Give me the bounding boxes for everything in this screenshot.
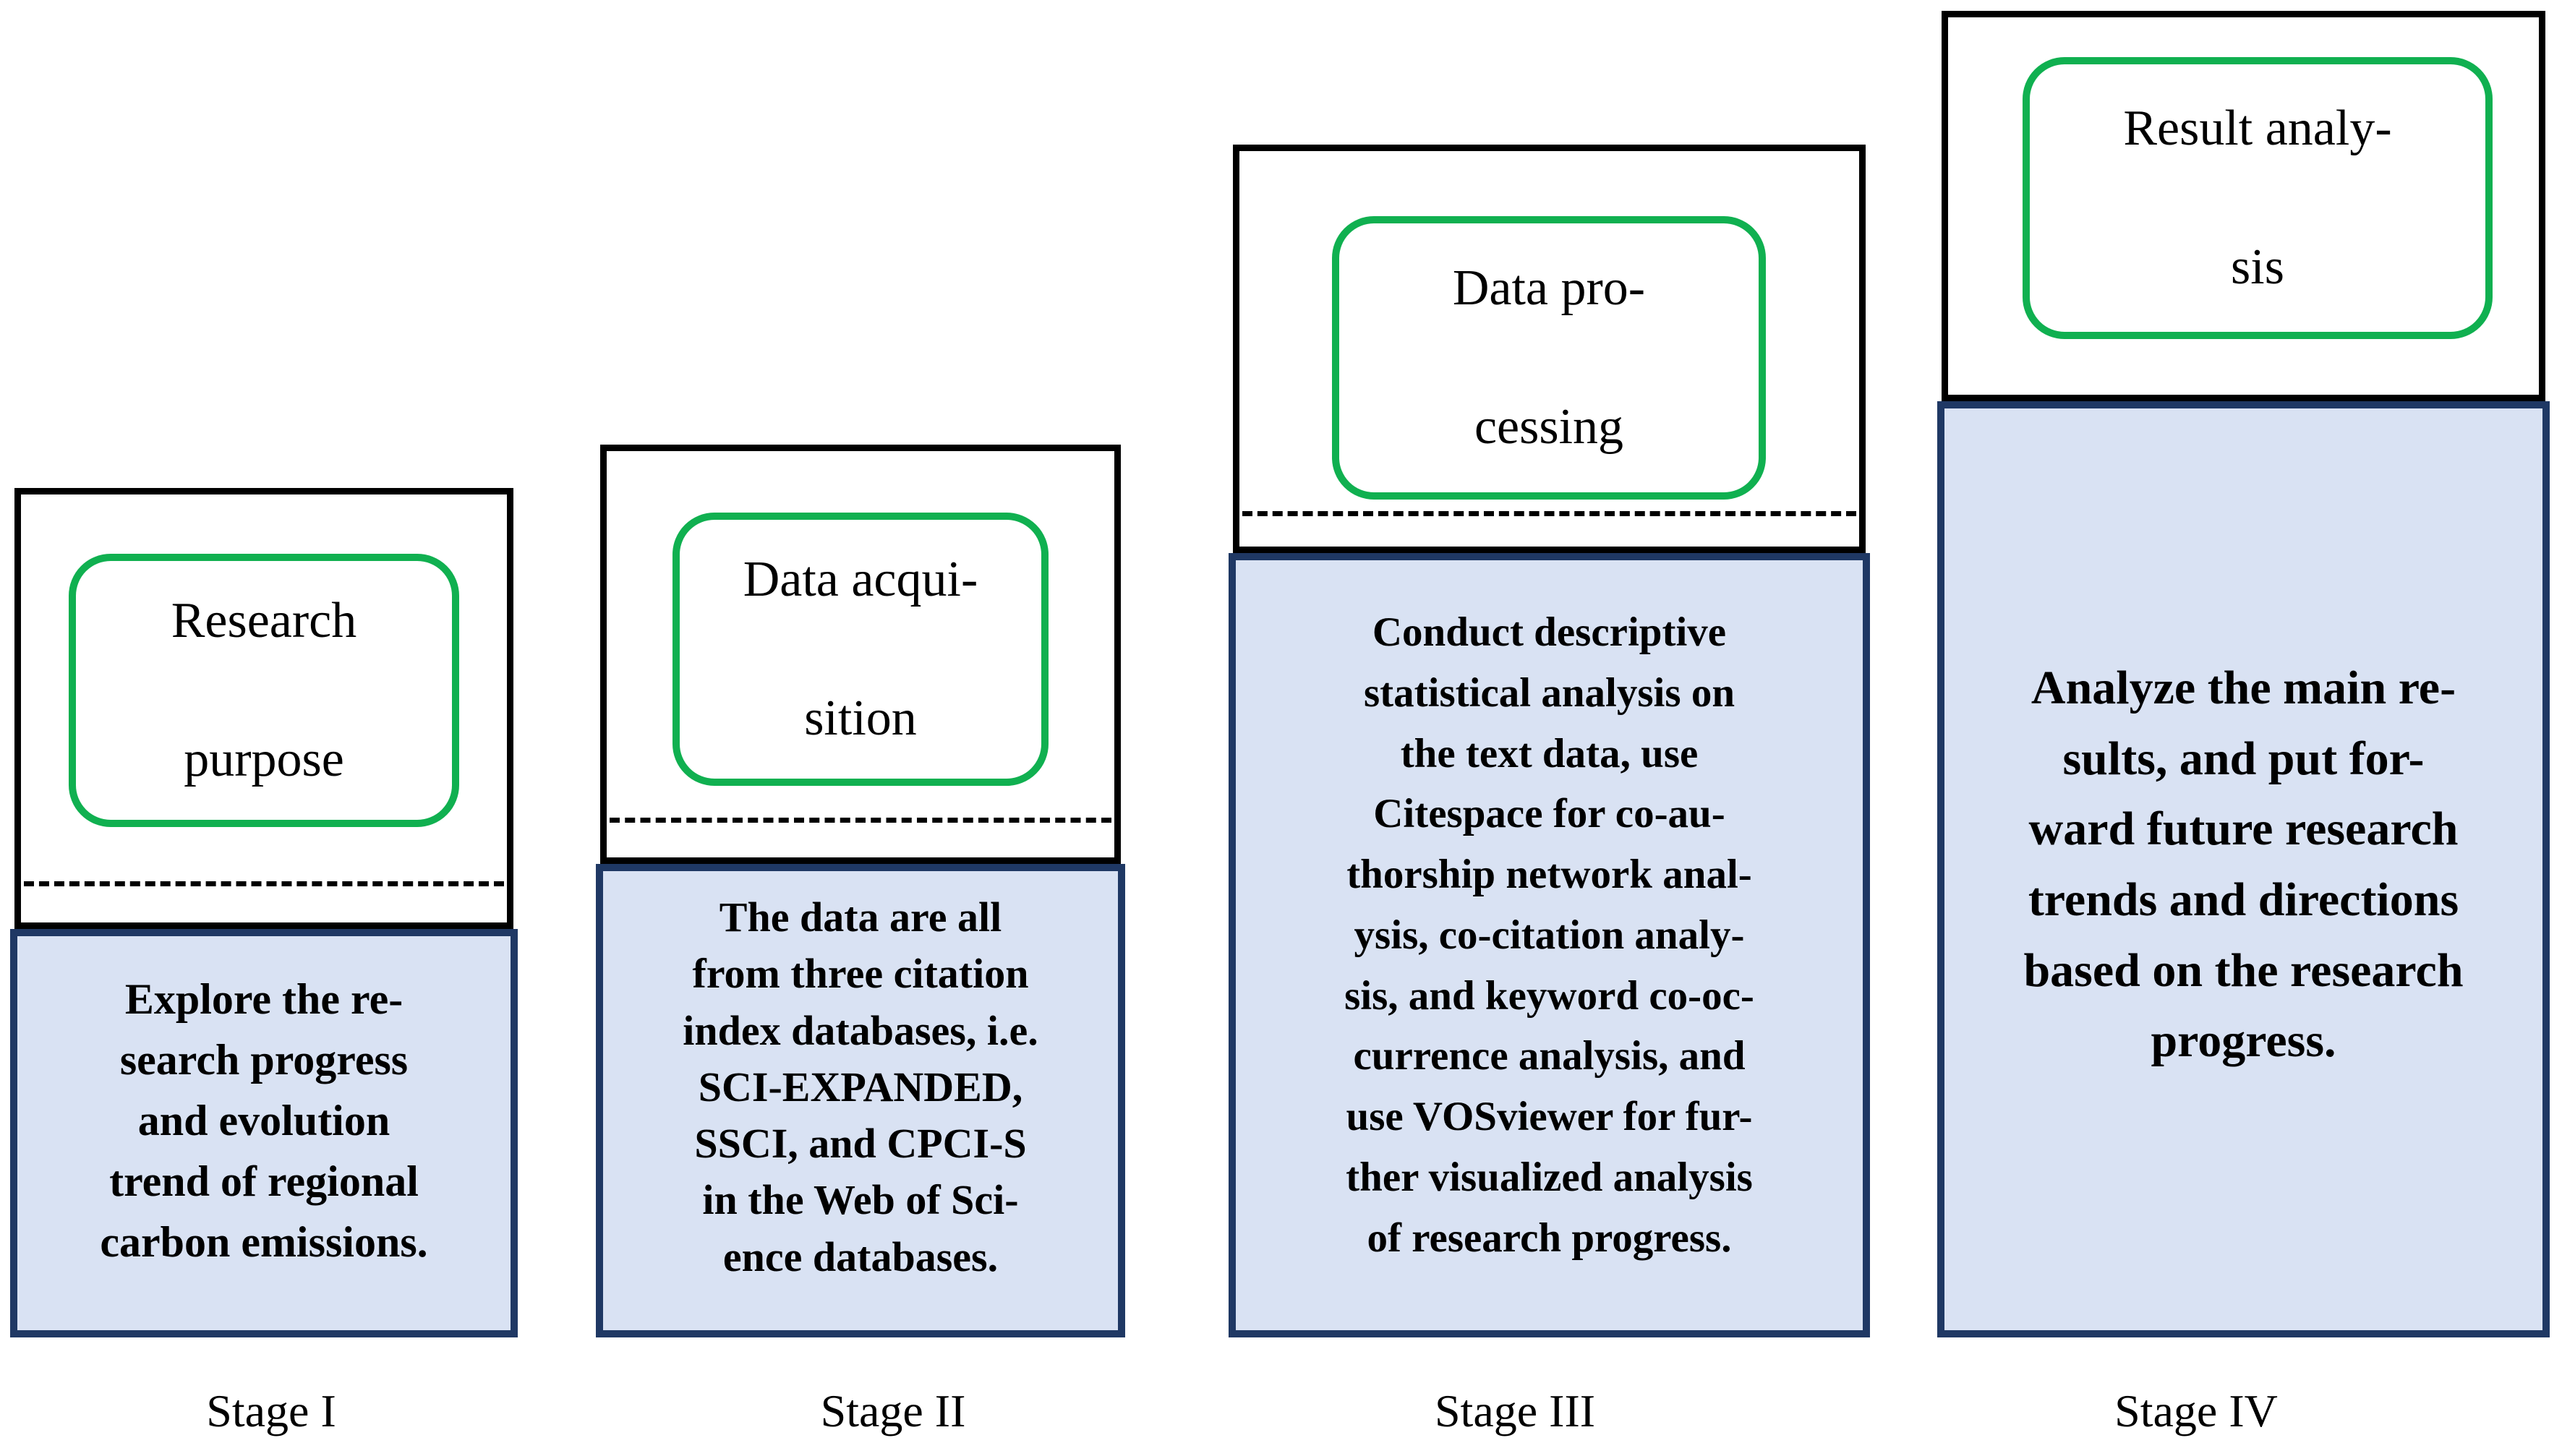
stage-3-title-badge: Data pro- cessing [1332,216,1766,500]
stage-3-dashed-divider [1242,511,1856,516]
stage-4-title: Result analy- sis [2123,100,2392,296]
stage-4-body-text: Analyze the main re- sults, and put for-… [2023,661,2464,1068]
stage-1-title-badge: Research purpose [69,554,459,827]
stage-1-title: Research purpose [171,592,357,788]
stage-1-dashed-divider [24,881,504,886]
stage-2-dashed-divider [610,818,1111,823]
stage-1-label: Stage I [206,1385,336,1436]
stage-1-body-text: Explore the re- search progress and evol… [100,975,428,1266]
stage-4-body-box: Analyze the main re- sults, and put for-… [1937,401,2550,1337]
stage-2-body-box: The data are all from three citation ind… [596,864,1125,1337]
stage-4-label: Stage IV [2114,1385,2278,1436]
stage-2-label: Stage II [820,1385,966,1436]
stage-3-header-box: Data pro- cessing [1233,145,1866,553]
stage-2-body-text: The data are all from three citation ind… [683,894,1038,1280]
stage-2-title-badge: Data acqui- sition [672,513,1049,786]
stage-1-body-box: Explore the re- search progress and evol… [10,929,518,1337]
stage-3-title: Data pro- cessing [1452,260,1646,455]
stage-1-header-box: Research purpose [14,488,513,929]
stage-3-body-box: Conduct descriptive statistical analysis… [1229,553,1870,1337]
stage-3-label: Stage III [1434,1385,1596,1436]
stage-3-body-text: Conduct descriptive statistical analysis… [1344,609,1754,1261]
stage-4-title-badge: Result analy- sis [2023,57,2493,339]
stage-2-title: Data acqui- sition [743,551,978,747]
stage-4-header-box: Result analy- sis [1942,11,2545,401]
stage-2-header-box: Data acqui- sition [600,445,1121,864]
